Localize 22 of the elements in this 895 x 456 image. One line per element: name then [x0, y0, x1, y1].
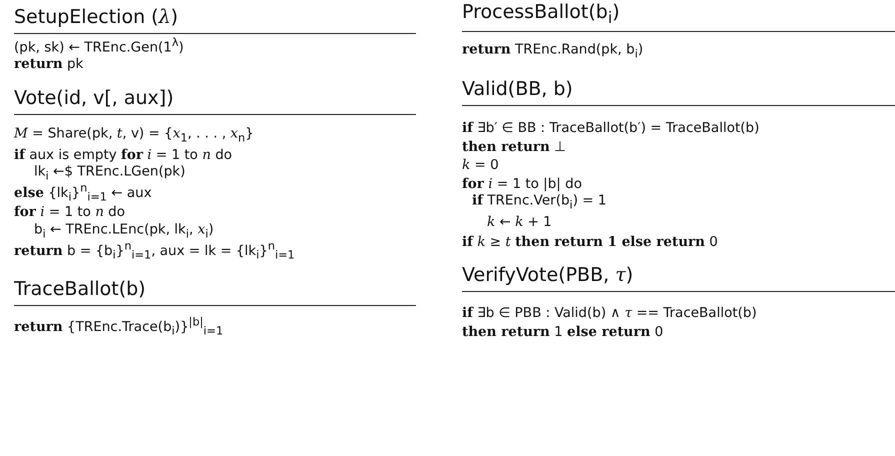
- pseudocode-line: if aux is empty for i = 1 to n do: [14, 147, 232, 163]
- procedure-heading: Vote(id, v[, aux]): [14, 86, 174, 110]
- pseudocode-line: b$_{i}$ ← TREnc.LEnc(pk, lk$_{i}$, x$_{i}$): [34, 222, 214, 242]
- procedure-heading: ProcessBallot(b$_{i}$): [462, 0, 620, 29]
- pseudocode-line: M = Share(pk, t, v) = {x$_{1}$, . . . , x$_{n}$}: [14, 126, 254, 146]
- pseudocode-line: for i = 1 to n do: [14, 204, 126, 220]
- pseudocode-line: if ∃b′ ∈ BB : TraceBallot(b′) = TraceBallot(b): [462, 120, 760, 136]
- pseudocode-line: then return ⊥: [462, 139, 566, 155]
- pseudocode-line: if ∃b ∈ PBB : Valid(b) ∧ τ == TraceBallot(b): [462, 305, 757, 321]
- pseudocode-line: then return 1 else return 0: [462, 324, 664, 340]
- pseudocode-line: return TREnc.Rand(pk, b$_{i}$): [462, 42, 644, 62]
- pseudocode-line: k ← k + 1: [487, 214, 552, 230]
- pseudocode-line: if TREnc.Ver(b$_{i}$) = 1: [472, 192, 606, 214]
- procedure-heading: Valid(BB, b): [462, 77, 573, 101]
- pseudocode-line: if k ≥ t then return 1 else return 0: [462, 234, 718, 250]
- pseudocode-line: (pk, sk) ← TREnc.Gen(1$^{λ}$): [14, 34, 184, 56]
- procedure-heading: SetupElection (λ): [14, 5, 178, 29]
- pseudocode-line: k = 0: [462, 157, 499, 173]
- procedure-heading: VerifyVote(PBB, τ): [462, 263, 634, 287]
- procedure-heading: TraceBallot(b): [14, 277, 146, 301]
- pseudocode-line: return pk: [14, 56, 84, 72]
- pseudocode-line: for i = 1 to |b| do: [462, 176, 582, 192]
